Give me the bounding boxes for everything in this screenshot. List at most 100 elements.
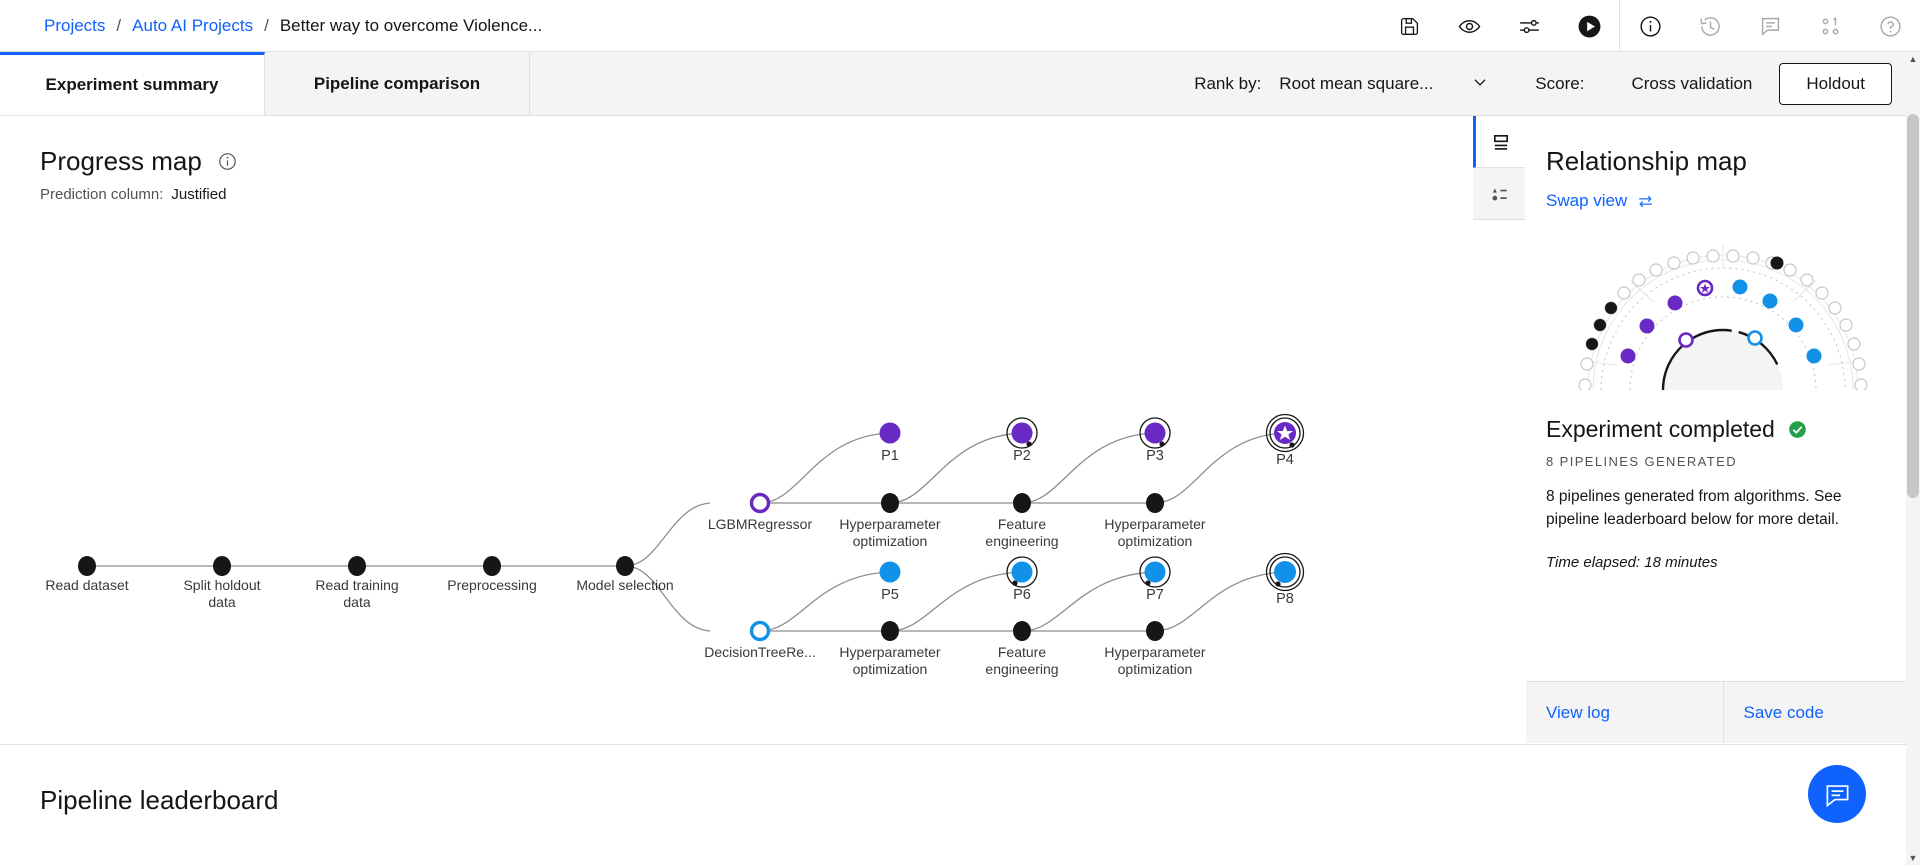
pipeline-node-p7[interactable]: P7	[1139, 556, 1171, 603]
pipeline-label: P3	[1146, 448, 1164, 464]
status-meta: 8 PIPELINES GENERATED	[1546, 454, 1737, 469]
node-hyperparameter-optimization-4[interactable]: Hyperparameter optimization	[1104, 621, 1206, 677]
score-option-cross-validation-label: Cross validation	[1631, 74, 1753, 93]
progress-map-header: Progress map	[0, 116, 1524, 177]
node-label-2: engineering	[985, 661, 1058, 677]
rank-by-value: Root mean square...	[1279, 74, 1434, 93]
history-icon[interactable]	[1680, 0, 1740, 52]
sliders-icon[interactable]	[1499, 0, 1559, 52]
pipeline-node-p6[interactable]: P6	[1006, 556, 1038, 603]
scroll-down-arrow[interactable]: ▼	[1908, 853, 1918, 863]
node-hyperparameter-optimization-1[interactable]: Hyperparameter optimization	[839, 493, 941, 549]
node-split-holdout-data[interactable]: Split holdout data	[183, 556, 261, 610]
score-option-holdout-label: Holdout	[1806, 74, 1865, 93]
comment-icon[interactable]	[1740, 0, 1800, 52]
score-label: Score:	[1535, 74, 1585, 93]
node-label-2: engineering	[985, 533, 1058, 549]
info-icon[interactable]	[1620, 0, 1680, 52]
progress-map-graph: Read dataset Split holdout data Read tra…	[45, 413, 1305, 677]
node-label: Hyperparameter	[1104, 644, 1205, 660]
score-option-cross-validation[interactable]: Cross validation	[1604, 63, 1779, 105]
node-label-2: data	[208, 594, 235, 610]
save-icon[interactable]	[1379, 0, 1439, 52]
rank-by-dropdown[interactable]: Root mean square...	[1279, 73, 1489, 96]
pipeline-node-p8[interactable]: P8	[1265, 552, 1305, 608]
page-scrollbar[interactable]: ▲ ▼	[1906, 52, 1920, 865]
breadcrumb-auto-ai-projects[interactable]: Auto AI Projects	[132, 15, 254, 35]
score-option-holdout[interactable]: Holdout	[1779, 63, 1892, 105]
progress-map-panel: Progress map Prediction column:Justified	[0, 116, 1525, 743]
node-hyperparameter-optimization-3[interactable]: Hyperparameter optimization	[839, 621, 941, 677]
node-label: Split holdout	[183, 577, 260, 593]
breadcrumb-separator: /	[116, 15, 122, 35]
node-model-selection[interactable]: Model selection	[576, 556, 674, 593]
node-label: Feature	[998, 516, 1046, 532]
chat-bubble-icon[interactable]	[1808, 765, 1866, 823]
swap-view-button[interactable]: Swap view	[1526, 177, 1654, 211]
eye-icon[interactable]	[1439, 0, 1499, 52]
breadcrumb: Projects / Auto AI Projects / Better way…	[0, 16, 542, 36]
node-feature-engineering-2[interactable]: Feature engineering	[985, 621, 1059, 677]
node-label-2: optimization	[853, 661, 928, 677]
breadcrumb-projects[interactable]: Projects	[44, 15, 106, 35]
node-feature-engineering-1[interactable]: Feature engineering	[985, 493, 1059, 549]
relationship-panel-footer: View log Save code	[1526, 681, 1920, 743]
node-label-2: data	[343, 594, 370, 610]
scroll-thumb[interactable]	[1907, 114, 1919, 498]
pipeline-node-p1[interactable]: P1	[879, 422, 901, 465]
pipeline-label: P7	[1146, 587, 1164, 603]
node-label: Preprocessing	[447, 577, 537, 593]
node-label: LGBMRegressor	[708, 516, 813, 532]
relationship-map-panel: Relationship map Swap view	[1526, 116, 1920, 743]
info-icon[interactable]	[218, 152, 237, 171]
node-read-training-data[interactable]: Read training data	[315, 556, 399, 610]
breadcrumb-current: Better way to overcome Violence...	[279, 15, 543, 35]
experiment-status: Experiment completed 8 PIPELINES GENERAT…	[1526, 390, 1920, 571]
pipeline-label: P1	[881, 448, 899, 464]
pipeline-label: P2	[1013, 448, 1031, 464]
pipeline-node-p5[interactable]: P5	[879, 561, 901, 604]
node-label-2: optimization	[853, 533, 928, 549]
top-bar-actions	[1379, 0, 1920, 52]
rank-by-label: Rank by:	[1194, 74, 1262, 93]
scroll-up-arrow[interactable]: ▲	[1908, 54, 1918, 64]
view-log-button[interactable]: View log	[1526, 682, 1724, 743]
node-hyperparameter-optimization-2[interactable]: Hyperparameter optimization	[1104, 493, 1206, 549]
check-circle-icon	[1788, 420, 1807, 439]
save-code-button[interactable]: Save code	[1723, 682, 1920, 743]
pipeline-node-p3[interactable]: P3	[1139, 417, 1171, 464]
node-label: Hyperparameter	[839, 516, 940, 532]
node-lgbmregressor[interactable]: LGBMRegressor	[708, 492, 813, 533]
relationship-map-chart[interactable]	[1526, 225, 1920, 390]
top-bar: Projects / Auto AI Projects / Better way…	[0, 0, 1920, 52]
tab-experiment-summary[interactable]: Experiment summary	[0, 52, 265, 115]
node-label-2: optimization	[1118, 661, 1193, 677]
node-decisiontreeregressor[interactable]: DecisionTreeRe...	[704, 620, 816, 661]
view-log-label: View log	[1546, 702, 1610, 722]
node-label-2: optimization	[1118, 533, 1193, 549]
save-code-label: Save code	[1743, 702, 1824, 722]
help-icon[interactable]	[1860, 0, 1920, 52]
node-label: DecisionTreeRe...	[704, 644, 816, 660]
pipeline-label: P5	[881, 587, 899, 603]
node-read-dataset[interactable]: Read dataset	[45, 556, 129, 593]
node-preprocessing[interactable]: Preprocessing	[447, 556, 537, 593]
tab-pipeline-comparison[interactable]: Pipeline comparison	[265, 52, 530, 115]
pipeline-node-p4-starred[interactable]: P4	[1265, 413, 1305, 469]
connections-icon[interactable]	[1800, 0, 1860, 52]
view-switch-rail	[1473, 116, 1525, 743]
prediction-column-row: Prediction column:Justified	[0, 177, 1524, 203]
node-label: Read training	[315, 577, 398, 593]
score-toggle: Cross validation Holdout	[1604, 63, 1892, 105]
pipeline-leaderboard-section: Pipeline leaderboard	[0, 744, 1920, 865]
play-icon[interactable]	[1559, 0, 1619, 52]
rank-controls: Rank by: Root mean square... Score: Cros…	[1194, 52, 1920, 116]
status-title: Experiment completed	[1546, 416, 1775, 442]
prediction-column-label: Prediction column:	[40, 186, 164, 203]
swap-arrows-icon	[1637, 193, 1654, 210]
swap-view-label: Swap view	[1546, 191, 1628, 210]
pipeline-node-p2[interactable]: P2	[1006, 417, 1038, 464]
progress-map-view-icon[interactable]	[1473, 116, 1525, 168]
leaderboard-view-icon[interactable]	[1473, 168, 1525, 220]
